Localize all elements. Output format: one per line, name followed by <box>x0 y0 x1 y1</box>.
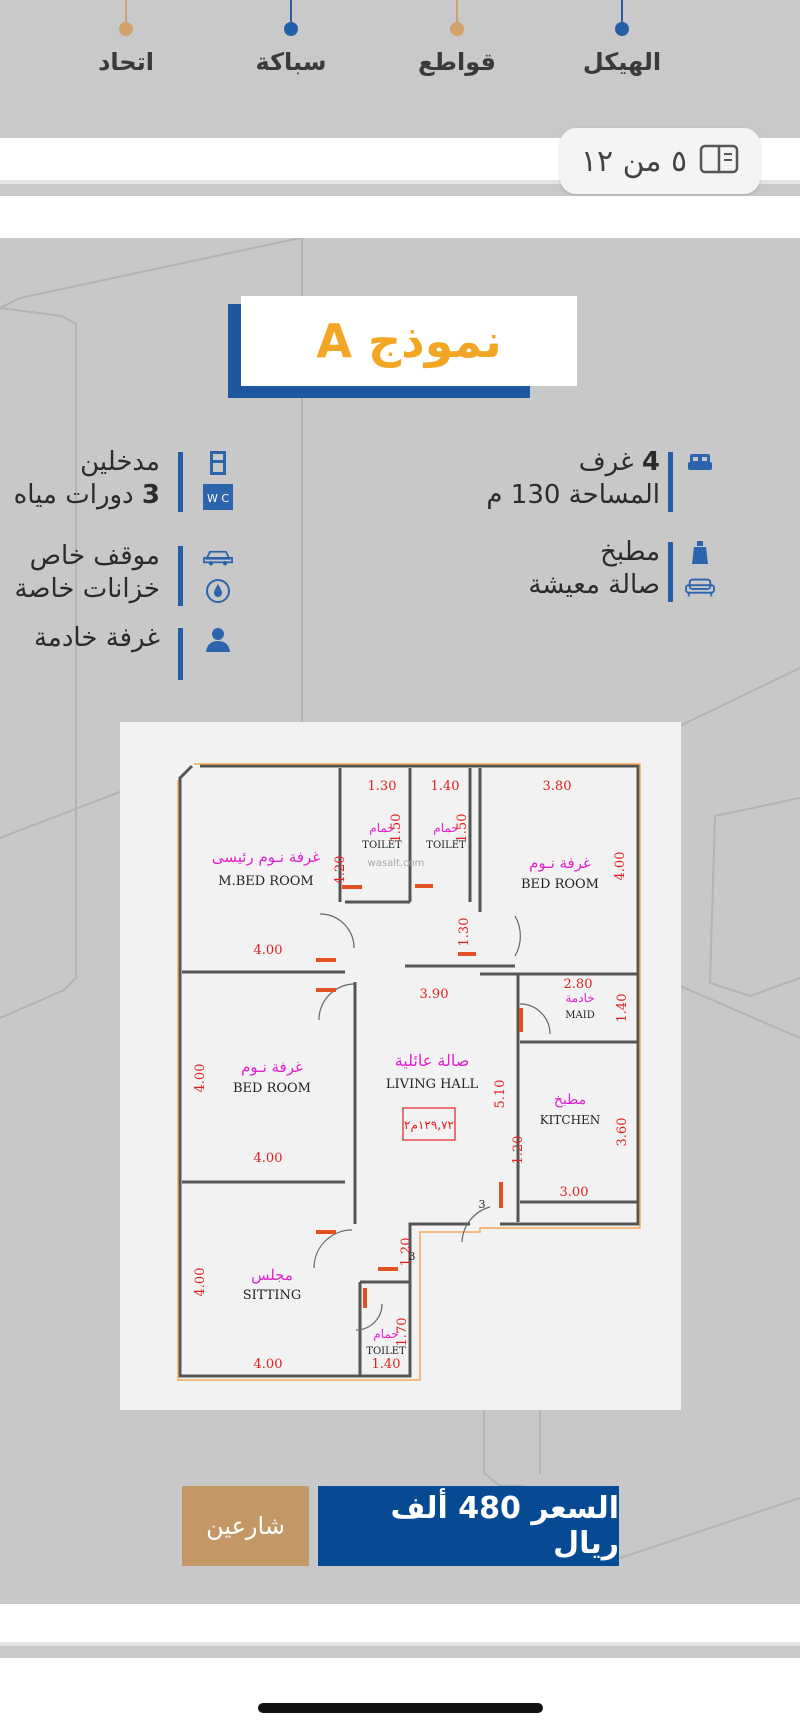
wc-label: دورات مياه <box>13 480 142 510</box>
dim-label: 1.50 <box>389 814 404 843</box>
price-button[interactable]: السعر 480 ألف ريال <box>318 1486 619 1566</box>
feature-line: 3 دورات مياه <box>14 479 160 512</box>
dim-label: 1.40 <box>431 779 460 794</box>
step-label: قواطع <box>418 48 496 76</box>
step-plumbing[interactable]: سباكة <box>221 0 361 76</box>
room-label-maid-ar: خادمة <box>565 991 594 1005</box>
floor-plan-drawing: غرفة نـوم رئيسى M.BED ROOM حمام TOILET ح… <box>177 763 641 1381</box>
step-label: اتحاد <box>98 48 154 76</box>
room-label-master-bed-en: M.BED ROOM <box>218 874 313 889</box>
dim-label: 3.60 <box>615 1118 630 1147</box>
progress-steps: الهيكل قواطع سباكة اتحاد <box>0 0 800 130</box>
rooms-count: 4 <box>641 447 660 477</box>
feature-line: 4 غرف <box>486 446 660 479</box>
dim-label: 1.40 <box>615 994 630 1023</box>
kitchen-label: مطبخ <box>600 537 660 567</box>
step-label: الهيكل <box>582 48 662 76</box>
dim-label: 3.00 <box>560 1185 589 1200</box>
dim-label: 1.40 <box>372 1357 401 1372</box>
svg-text:W C: W C <box>207 492 229 505</box>
room-label-toilet-2-ar: حمام <box>433 821 458 835</box>
room-label-toilet-2-en: TOILET <box>426 840 466 851</box>
dim-label: 4.00 <box>193 1268 208 1297</box>
gallery-counter-text: ٥ من ١٢ <box>580 143 688 179</box>
feature-parking-tanks: موقف خاص خزانات خاصة <box>0 540 240 616</box>
rooms-label: غرف <box>578 447 642 477</box>
room-label-master-bed-ar: غرفة نـوم رئيسى <box>212 848 320 866</box>
entrances-label: مدخلين <box>80 447 160 477</box>
streets-button[interactable]: شارعين <box>182 1486 309 1566</box>
water-drop-icon <box>203 578 233 604</box>
apron-icon <box>685 540 715 566</box>
wc-count: 3 <box>141 480 160 510</box>
step-partitions[interactable]: قواطع <box>387 0 527 76</box>
divider <box>0 180 800 184</box>
step-union[interactable]: اتحاد <box>56 0 196 76</box>
dim-label: 3.80 <box>543 779 572 794</box>
divider <box>0 1642 800 1646</box>
dim-label: 1.70 <box>395 1318 410 1347</box>
room-label-kitchen-en: KITCHEN <box>540 1113 601 1127</box>
feature-entrances-wc: W C مدخلين 3 دورات مياه <box>0 446 240 522</box>
person-icon <box>203 626 233 652</box>
room-label-sitting-en: SITTING <box>243 1288 302 1303</box>
bed-icon <box>685 450 715 476</box>
white-stripe <box>0 1658 800 1731</box>
room-label-maid-en: MAID <box>565 1010 594 1021</box>
step-label: سباكة <box>255 48 327 76</box>
room-label-living-ar: صالة عائلية <box>395 1051 470 1070</box>
tanks-label: خزانات خاصة <box>14 574 160 604</box>
room-label-kitchen-ar: مطبخ <box>554 1092 586 1108</box>
white-stripe <box>0 1604 800 1642</box>
dim-label: 4.00 <box>254 943 283 958</box>
dim-label: 3.90 <box>420 987 449 1002</box>
model-title-card: نموذج A <box>241 296 577 386</box>
dim-label: 4.20 <box>333 856 348 885</box>
floor-plan[interactable]: غرفة نـوم رئيسى M.BED ROOM حمام TOILET ح… <box>120 722 681 1410</box>
home-indicator[interactable] <box>258 1703 543 1713</box>
dim-label: 4.00 <box>254 1151 283 1166</box>
feature-rooms-area: 4 غرف المساحة 130 م <box>470 446 720 522</box>
white-stripe <box>0 196 800 238</box>
dim-label: 1.20 <box>399 1238 414 1267</box>
maid-room-label: غرفة خادمة <box>33 623 160 653</box>
dim-label: 1.30 <box>368 779 397 794</box>
action-buttons: شارعين السعر 480 ألف ريال <box>0 1486 800 1566</box>
door-icon <box>203 450 233 476</box>
room-label-toilet-1-ar: حمام <box>369 821 394 835</box>
dim-label: 1.50 <box>455 814 470 843</box>
room-label-toilet-3-ar: حمام <box>373 1327 398 1341</box>
room-label-bed-1-ar: غرفة نـوم <box>529 854 591 872</box>
dim-label: 3 <box>409 1250 416 1263</box>
room-label-living-en: LIVING HALL <box>386 1077 479 1092</box>
feature-kitchen-living: مطبخ صالة معيشة <box>470 536 720 612</box>
dim-label: 4.00 <box>613 852 628 881</box>
parking-label: موقف خاص <box>29 541 160 571</box>
watermark: wasalt.com <box>368 858 425 869</box>
living-area: ١٢٩,٧٢م٢ <box>404 1118 454 1132</box>
feature-maid-room: غرفة خادمة <box>0 622 240 698</box>
car-icon <box>203 544 233 570</box>
living-label: صالة معيشة <box>528 570 660 600</box>
dim-label: 3 <box>479 1198 486 1211</box>
wc-icon: W C <box>203 484 233 510</box>
sofa-icon <box>685 574 715 600</box>
dim-label: 4.00 <box>193 1064 208 1093</box>
room-label-bed-1-en: BED ROOM <box>521 877 599 892</box>
room-label-bed-2-ar: غرفة نـوم <box>241 1058 303 1076</box>
room-label-bed-2-en: BED ROOM <box>233 1081 311 1096</box>
dim-label: 2.80 <box>564 977 593 992</box>
gallery-counter[interactable]: ٥ من ١٢ <box>560 128 760 194</box>
step-structure[interactable]: الهيكل <box>552 0 692 76</box>
dim-label: 5.10 <box>493 1080 508 1109</box>
room-label-toilet-1-en: TOILET <box>362 840 402 851</box>
room-label-sitting-ar: مجلس <box>251 1266 293 1284</box>
dim-label: 1.30 <box>457 918 472 947</box>
gallery-book-icon <box>699 144 739 178</box>
area-label: المساحة 130 م <box>486 480 660 510</box>
dim-label: 4.00 <box>254 1357 283 1372</box>
model-title: نموذج A <box>316 314 502 368</box>
dim-label: 1.20 <box>511 1136 526 1165</box>
room-label-toilet-3-en: TOILET <box>366 1346 406 1357</box>
